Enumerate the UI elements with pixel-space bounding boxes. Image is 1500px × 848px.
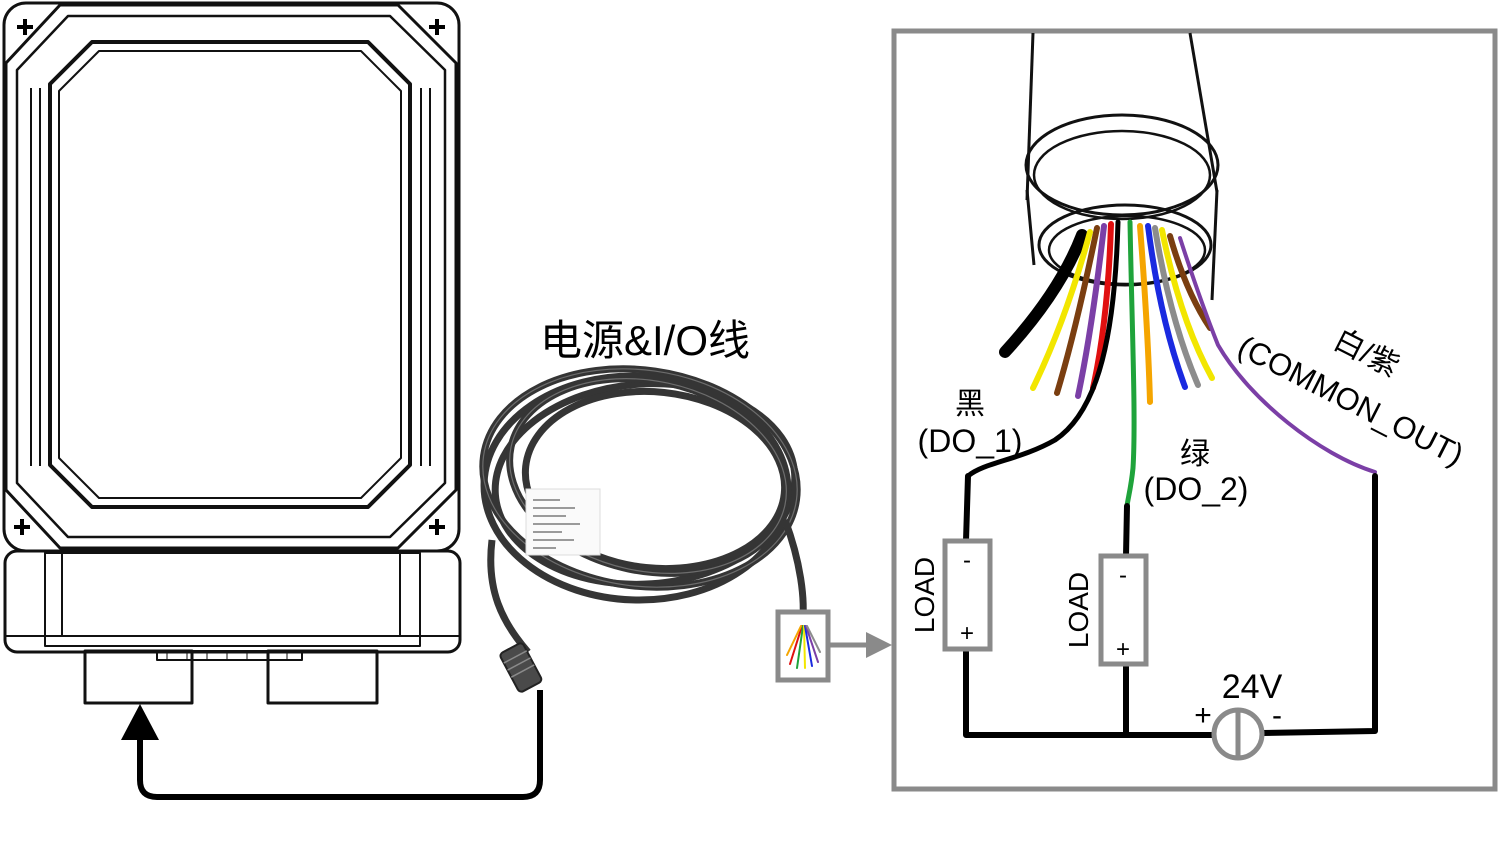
circuit [963, 473, 1378, 738]
cable-coil [479, 365, 807, 693]
do2-signal-label: (DO_2) [1144, 471, 1249, 507]
arrow-up-icon [121, 690, 543, 800]
screw-icon [17, 19, 33, 35]
load-1-label: LOAD [909, 557, 940, 633]
wire-gray [1152, 225, 1201, 388]
arrow-right-icon [830, 632, 892, 658]
wire-do1-black [965, 219, 1121, 479]
load-1-plus: + [960, 620, 974, 647]
wire-orange [1137, 223, 1153, 405]
supply-minus: - [1272, 699, 1282, 732]
load-2-plus: + [1116, 636, 1130, 663]
cable-title: 电源&I/O线 [540, 317, 750, 364]
load-1-minus: - [963, 547, 971, 574]
wire-red [1090, 221, 1114, 391]
device-screen [48, 40, 412, 509]
screw-icon [429, 19, 445, 35]
wire-brown [1054, 225, 1100, 396]
cable-label-tag [525, 488, 601, 556]
schematic-frame [891, 28, 1498, 792]
connector-port-right [266, 649, 379, 705]
wire-black-thick [999, 229, 1088, 358]
wire-do2-green [1124, 219, 1137, 509]
dc-source-icon [1211, 707, 1265, 761]
wire-end-highlight [775, 609, 831, 683]
do1-color-label: 黑 [955, 388, 985, 421]
load-2-minus: - [1119, 562, 1127, 589]
wire-blue [1145, 223, 1188, 390]
cable-connector [499, 642, 543, 693]
wire-brown-2 [1167, 233, 1213, 331]
do2-color-label: 绿 [1180, 438, 1210, 471]
device-outline [2, 1, 462, 705]
wire-common-purple [1178, 236, 1377, 474]
connector-port-left [83, 649, 194, 705]
supply-plus: + [1194, 699, 1212, 732]
load-2-label: LOAD [1063, 572, 1094, 648]
load-2: - + LOAD [1063, 553, 1149, 667]
wire-yellow-2 [1159, 227, 1215, 381]
wire-yellow [1030, 229, 1093, 391]
cable-cross-section [1024, 32, 1220, 301]
supply-voltage: 24V [1222, 668, 1283, 706]
wire-purple [1075, 223, 1107, 399]
load-1: - + LOAD [909, 538, 993, 652]
screw-icon [429, 519, 445, 535]
wire-bundle [965, 219, 1377, 509]
do1-signal-label: (DO_1) [918, 423, 1023, 459]
screw-icon [14, 519, 30, 535]
